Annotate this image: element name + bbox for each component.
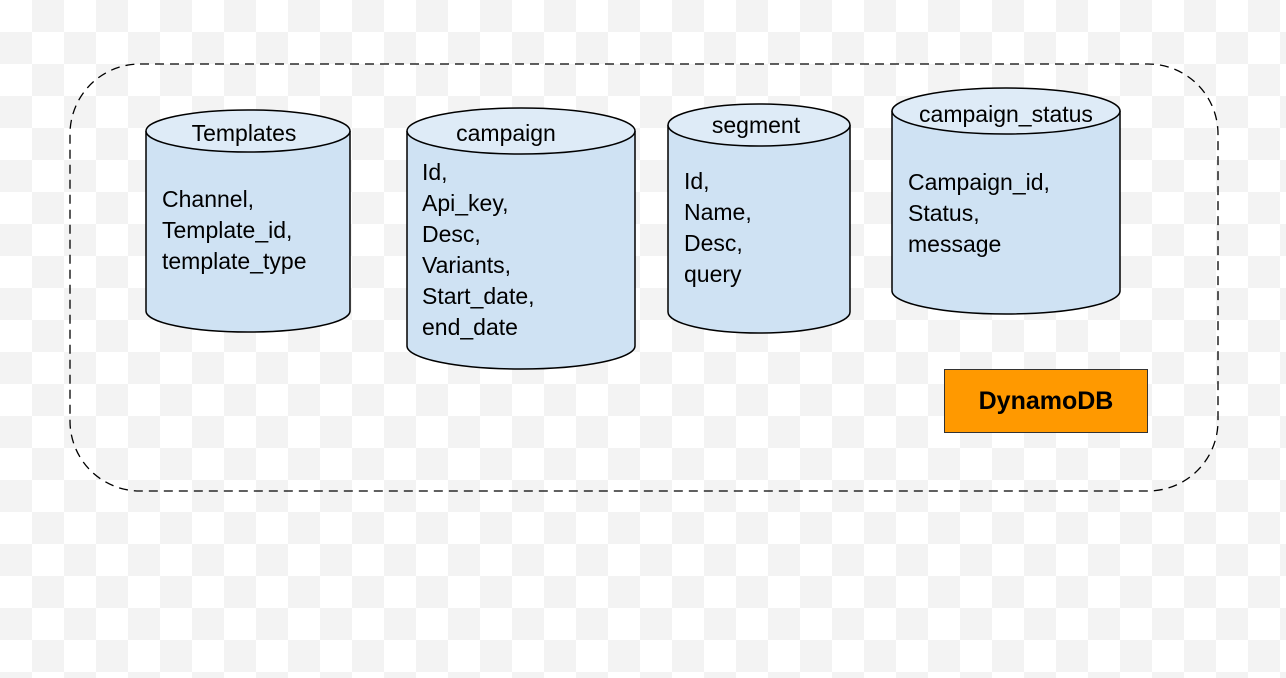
- segment-title: segment: [711, 112, 801, 138]
- campaign-cylinder: [406, 107, 636, 370]
- campaign-status-field: Campaign_id,: [908, 169, 1050, 195]
- dynamodb-boundary: [69, 63, 1219, 492]
- segment-field: Name,: [684, 199, 752, 225]
- campaign-fields: Id, Api_key, Desc, Variants, Start_date,…: [422, 157, 535, 343]
- campaign-field: Id,: [422, 159, 448, 185]
- templates-field: template_type: [162, 248, 307, 274]
- campaign-status-title: campaign_status: [919, 101, 1093, 127]
- dynamodb-badge: DynamoDB: [944, 369, 1148, 433]
- campaign-status-field: Status,: [908, 200, 980, 226]
- templates-title: Templates: [191, 120, 297, 146]
- campaign-title: campaign: [456, 120, 556, 146]
- campaign-status-cylinder: [891, 87, 1121, 315]
- segment-field: Desc,: [684, 230, 743, 256]
- campaign-field: Desc,: [422, 221, 481, 247]
- campaign-field: Variants,: [422, 252, 512, 278]
- templates-field: Channel,: [162, 186, 255, 212]
- campaign-field: Api_key,: [422, 190, 509, 216]
- templates-field: Template_id,: [162, 217, 293, 243]
- templates-cylinder: [145, 109, 351, 333]
- campaign-status-field: message: [908, 231, 1002, 257]
- segment-field: Id,: [684, 168, 710, 194]
- segment-fields: Id, Name, Desc, query: [684, 166, 752, 290]
- templates-fields: Channel, Template_id, template_type: [162, 184, 306, 277]
- segment-cylinder: [667, 103, 851, 334]
- segment-field: query: [684, 261, 742, 287]
- campaign-field: Start_date,: [422, 283, 535, 309]
- campaign-field: end_date: [422, 314, 518, 340]
- campaign-status-fields: Campaign_id, Status, message: [908, 167, 1050, 260]
